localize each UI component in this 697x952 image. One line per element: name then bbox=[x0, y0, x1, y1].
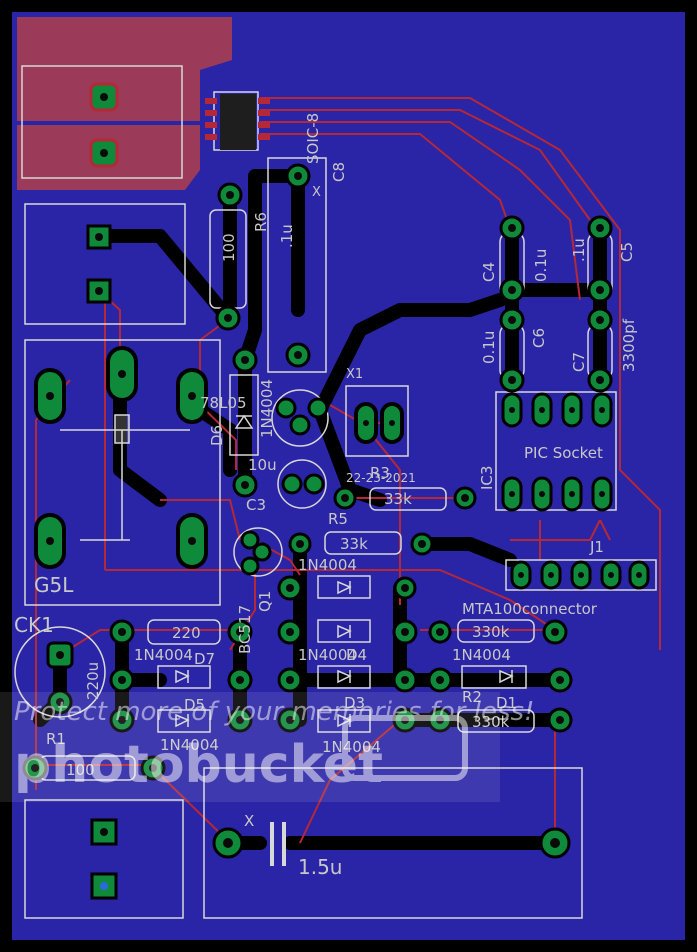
silk-c3 bbox=[277, 459, 327, 509]
label-d7: D7 bbox=[194, 650, 215, 668]
label-c4-val: 0.1u bbox=[532, 249, 550, 282]
label-r4-val: 330k bbox=[472, 623, 510, 641]
label-big-cap: 1.5u bbox=[298, 855, 342, 879]
silk-d-c bbox=[317, 665, 371, 689]
silk-d1 bbox=[461, 665, 527, 689]
silk-r5 bbox=[324, 531, 402, 555]
label-d6: D6 bbox=[208, 425, 226, 446]
label-date: 22-23-2021 bbox=[346, 471, 416, 485]
label-q1: Q1 bbox=[256, 591, 274, 612]
label-soic: SOIC-8 bbox=[304, 113, 322, 164]
label-c4: C4 bbox=[480, 262, 498, 282]
watermark: Protect more of your memories for less! … bbox=[0, 692, 534, 802]
label-r4: R4 bbox=[462, 600, 482, 618]
watermark-brand: photobucket bbox=[14, 735, 383, 795]
silk-x1 bbox=[345, 385, 409, 457]
silkscreen bbox=[14, 65, 657, 919]
label-dp-a: 1N4004 bbox=[298, 556, 357, 574]
silk-pour-box bbox=[21, 65, 183, 179]
label-d5-val: 1N4004 bbox=[160, 736, 219, 754]
label-d3: D3 bbox=[344, 694, 365, 712]
label-d3-val: 1N4004 bbox=[322, 738, 381, 756]
label-c3-val: 10u bbox=[248, 456, 277, 474]
label-220u: 220u bbox=[84, 662, 102, 700]
silk-ic3 bbox=[495, 391, 617, 511]
labels: SOIC-8 C8 X .1u R6 100 C4 0.1u C5 .1u C6… bbox=[14, 113, 638, 879]
silk-reg bbox=[271, 389, 329, 447]
silk-ck1 bbox=[14, 626, 106, 718]
label-c3: C3 bbox=[246, 496, 266, 514]
label-r1: R1 bbox=[46, 730, 66, 748]
watermark-logo bbox=[342, 715, 468, 781]
label-d7-val: 1N4004 bbox=[134, 646, 193, 664]
label-r5-val: 33k bbox=[340, 535, 368, 553]
label-r6: R6 bbox=[252, 212, 270, 232]
label-r1-val: 100 bbox=[66, 761, 95, 779]
drill-holes bbox=[31, 93, 642, 890]
label-r220: 220 bbox=[172, 624, 201, 642]
label-c8-val: .1u bbox=[278, 224, 296, 248]
silk-d-f bbox=[157, 709, 211, 733]
label-c6: C6 bbox=[530, 328, 548, 348]
diode-symbols bbox=[175, 414, 514, 728]
watermark-band bbox=[0, 692, 500, 802]
label-c8: C8 bbox=[330, 162, 348, 182]
label-ck1: CK1 bbox=[14, 613, 54, 637]
label-pic: PIC Socket bbox=[524, 444, 603, 462]
label-reg: 78L05 bbox=[200, 394, 247, 412]
label-j1: J1 bbox=[589, 538, 604, 556]
label-r2: R2 bbox=[462, 688, 482, 706]
label-c5: C5 bbox=[618, 242, 636, 262]
label-r5: R5 bbox=[328, 510, 348, 528]
label-d5: D5 bbox=[184, 696, 205, 714]
label-x1: X1 bbox=[346, 367, 363, 382]
silk-d-e bbox=[157, 665, 211, 689]
silk-d6 bbox=[229, 374, 259, 456]
soic-ic bbox=[205, 94, 270, 150]
silk-r3 bbox=[369, 487, 447, 511]
label-d4: D4 bbox=[346, 646, 367, 664]
label-q1-val: BC517 bbox=[236, 605, 254, 654]
label-x-c8: X bbox=[312, 185, 321, 200]
label-mta: MTA100connector bbox=[462, 600, 598, 618]
watermark-tagline: Protect more of your memories for less! bbox=[14, 697, 534, 727]
silk-conn-bottom bbox=[24, 799, 184, 919]
silk-relay bbox=[24, 339, 221, 606]
silk-q1 bbox=[233, 527, 283, 577]
silk-r4 bbox=[457, 619, 535, 643]
label-d1: D1 bbox=[496, 694, 517, 712]
silk-d-a bbox=[317, 575, 371, 599]
label-d1-val: 1N4004 bbox=[452, 646, 511, 664]
label-ic3: IC3 bbox=[478, 466, 496, 490]
label-dp-b: 1N4004 bbox=[298, 646, 357, 664]
label-r6-val: 100 bbox=[220, 233, 238, 262]
label-c6-val: 0.1u bbox=[480, 331, 498, 364]
label-r2-val: 330k bbox=[472, 713, 510, 731]
label-r3-val: 33k bbox=[384, 490, 412, 508]
label-r3: R3 bbox=[370, 464, 390, 482]
label-c5-val: .1u bbox=[570, 238, 588, 262]
silk-conn-top bbox=[24, 203, 186, 325]
pad-conn-3 bbox=[90, 818, 118, 846]
silk-j1 bbox=[505, 559, 657, 591]
label-d6-val: 1N4004 bbox=[258, 379, 276, 438]
silk-d-b bbox=[317, 619, 371, 643]
label-c7-val: 3300pf bbox=[620, 318, 638, 372]
silk-r220 bbox=[147, 619, 221, 645]
silk-c8 bbox=[267, 157, 327, 373]
label-c7: C7 bbox=[570, 352, 588, 372]
label-x-big: X bbox=[244, 812, 254, 830]
copper-pour bbox=[17, 17, 232, 190]
silk-big-cap bbox=[203, 767, 583, 919]
label-g5l: G5L bbox=[34, 573, 74, 597]
